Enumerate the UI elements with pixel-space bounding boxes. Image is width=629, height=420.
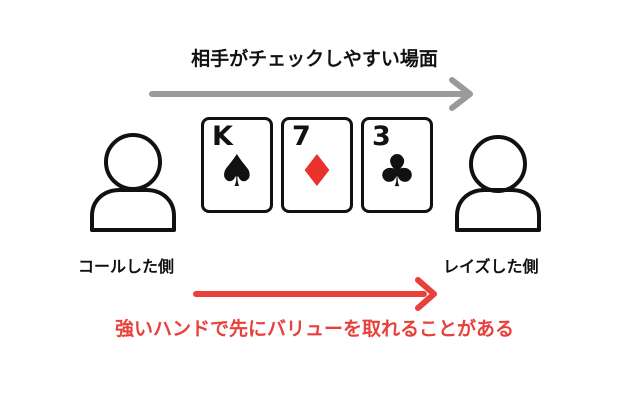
raiser-label: レイズした側	[443, 257, 539, 276]
card-seven-diamonds: 7 ♦	[281, 117, 353, 213]
club-icon: ♣	[377, 146, 417, 198]
bottom-arrow	[193, 277, 437, 311]
caller-label: コールした側	[78, 257, 175, 276]
top-caption: 相手がチェックしやすい場面	[191, 48, 438, 70]
bottom-caption: 強いハンドで先にバリューを取れることがある	[114, 318, 514, 340]
card-rank: K	[212, 121, 233, 152]
top-arrow	[149, 77, 473, 111]
raiser-person-icon	[455, 135, 541, 232]
card-three-clubs: 3 ♣	[361, 117, 433, 213]
card-king-spades: K ♠	[201, 117, 273, 213]
caller-person-icon	[90, 133, 176, 232]
card-rank: 7	[292, 121, 311, 152]
card-rank: 3	[372, 121, 391, 152]
diamond-icon: ♦	[297, 146, 337, 198]
spade-icon: ♠	[217, 146, 257, 198]
